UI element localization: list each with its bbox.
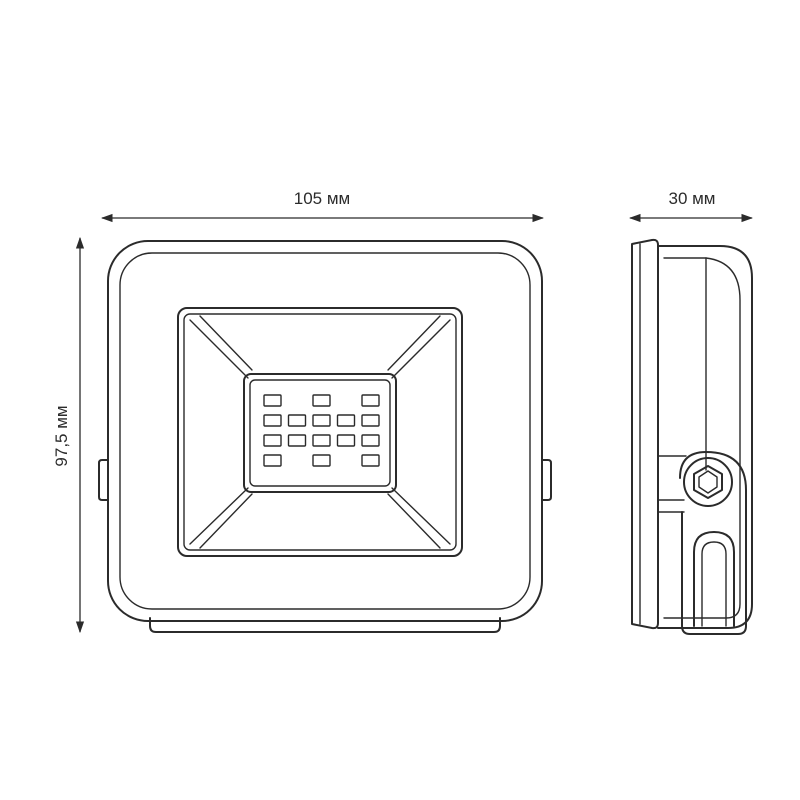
side-body-inner — [663, 257, 741, 619]
led-chip — [361, 414, 380, 427]
led-chip — [287, 434, 307, 447]
reflector-frame-outer — [177, 307, 463, 557]
led-chip — [263, 434, 282, 447]
led-board — [243, 373, 397, 493]
width-dimension: 105 мм — [100, 189, 545, 223]
reflector-frame-inner — [183, 313, 457, 551]
led-chip — [312, 414, 331, 427]
led-chip — [287, 414, 307, 427]
housing-inner — [119, 252, 531, 610]
reflector-bevels — [189, 315, 451, 549]
depth-dimension: 30 мм — [628, 189, 754, 223]
front-view — [98, 240, 552, 633]
bracket-pivot — [683, 457, 733, 507]
side-view — [631, 238, 753, 635]
left-mount-tab — [98, 459, 109, 501]
led-chip — [361, 454, 380, 467]
led-chip — [336, 434, 356, 447]
led-board-inner — [249, 379, 391, 487]
depth-label: 30 мм — [668, 189, 715, 208]
height-dimension: 97,5 мм — [52, 236, 85, 634]
side-steps — [657, 455, 687, 513]
led-chip — [312, 434, 331, 447]
bracket-slot — [693, 531, 735, 627]
housing-outer — [107, 240, 543, 622]
side-body — [657, 245, 753, 629]
hex-bolt-inner — [698, 470, 718, 494]
led-chip — [263, 414, 282, 427]
width-label: 105 мм — [294, 189, 350, 208]
front-bottom-lip — [149, 617, 501, 633]
mount-bracket — [679, 451, 747, 635]
led-chip — [312, 454, 331, 467]
height-label: 97,5 мм — [52, 405, 71, 466]
side-front-plate — [631, 238, 659, 630]
led-chip — [361, 394, 380, 407]
right-mount-tab — [541, 459, 552, 501]
bracket-slot-inner — [701, 541, 727, 627]
led-chip — [312, 394, 331, 407]
led-grid — [263, 394, 380, 467]
hex-bolt-icon — [693, 465, 723, 499]
led-chip — [263, 454, 282, 467]
led-chip — [361, 434, 380, 447]
led-chip — [263, 394, 282, 407]
led-chip — [336, 414, 356, 427]
